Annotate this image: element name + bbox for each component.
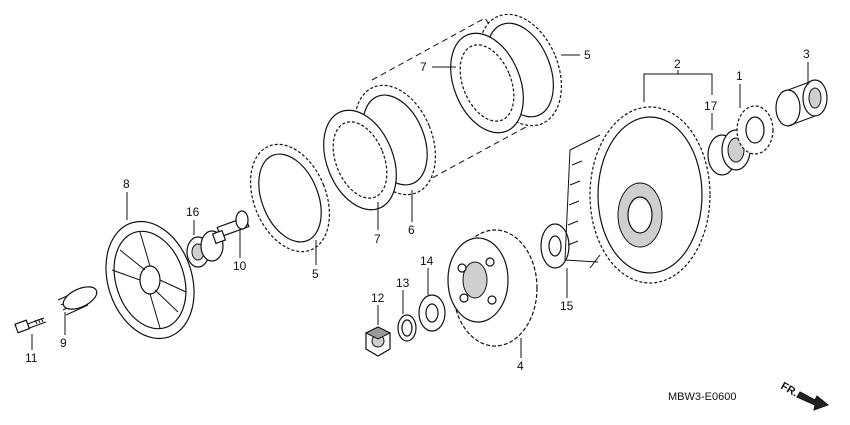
callout-2: 2 [674, 57, 681, 71]
collar-3 [775, 79, 828, 127]
callout-7-upper: 7 [420, 60, 427, 74]
thrust-washer-15 [540, 223, 570, 269]
clutch-spring-9 [57, 286, 98, 316]
clutch-plate-middle [323, 109, 397, 211]
callout-12: 12 [371, 291, 385, 305]
clutch-plate-upper [450, 32, 524, 134]
callout-5-upper: 5 [584, 48, 591, 62]
callout-16: 16 [186, 205, 200, 219]
bolt-11 [14, 317, 47, 334]
leader-lines [31, 54, 809, 358]
washer-14 [418, 294, 446, 332]
callout-11: 11 [25, 351, 38, 365]
lifter-rod-10 [211, 210, 250, 245]
bearing-16 [186, 230, 224, 268]
front-label: FR. [779, 380, 800, 399]
clutch-outer-2 [564, 106, 711, 284]
callout-13: 13 [396, 276, 410, 290]
front-direction-indicator: FR. [779, 380, 830, 411]
callout-15: 15 [560, 299, 574, 313]
callout-9: 9 [60, 336, 67, 350]
front-arrow-icon [796, 391, 830, 411]
callout-6: 6 [408, 223, 415, 237]
callout-17: 17 [704, 99, 718, 113]
sprocket-1 [736, 105, 774, 155]
callout-4: 4 [517, 359, 524, 373]
friction-disc-lower [249, 143, 331, 253]
plate-group-outline [371, 17, 549, 191]
pressure-plate [105, 220, 195, 340]
callout-14: 14 [420, 254, 434, 268]
diagram-code: MBW3-E0600 [668, 391, 736, 403]
nut-12 [364, 326, 392, 357]
callout-8: 8 [123, 177, 130, 191]
callout-3: 3 [803, 47, 810, 61]
callout-5-lower: 5 [312, 267, 319, 281]
callout-7-lower: 7 [374, 232, 381, 246]
callout-1: 1 [736, 69, 743, 83]
lock-washer-13 [397, 314, 417, 342]
clutch-center-4 [447, 229, 538, 347]
callout-10: 10 [233, 259, 247, 273]
